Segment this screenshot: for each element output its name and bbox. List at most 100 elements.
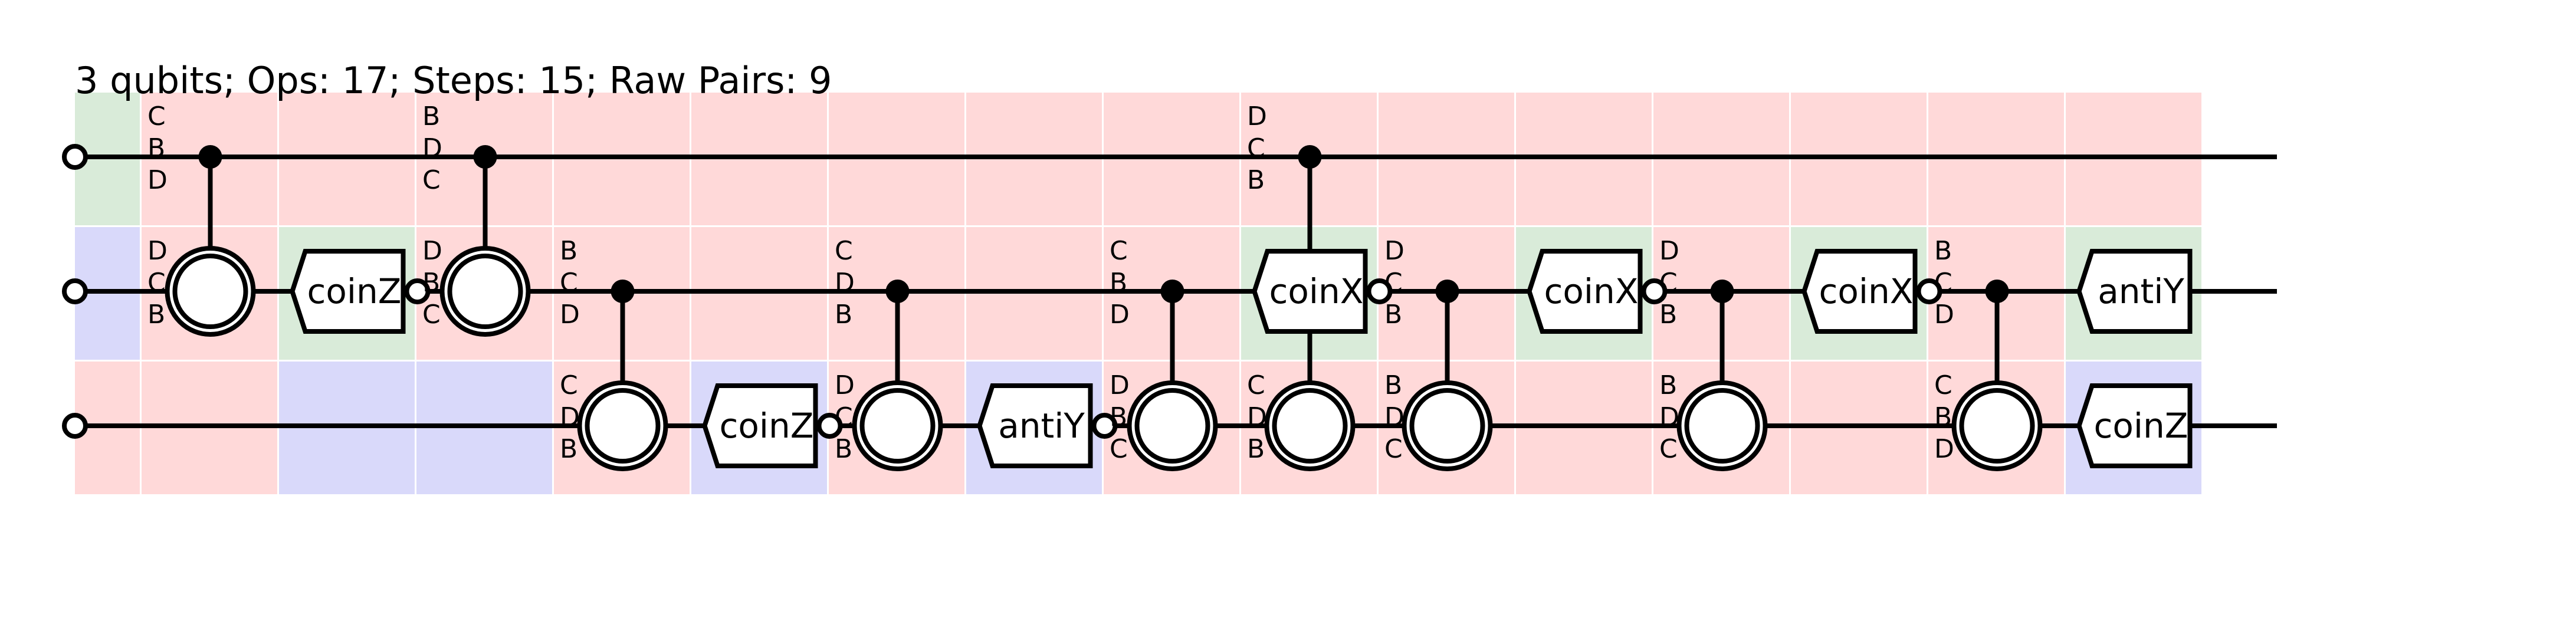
- state-label: C: [147, 268, 166, 298]
- wire-start-circle: [62, 413, 88, 439]
- state-label: D: [1384, 236, 1405, 266]
- state-label: C: [1384, 268, 1403, 298]
- control-dot: [611, 280, 635, 303]
- state-label: C: [1659, 434, 1678, 464]
- target-inner-ring: [1684, 388, 1760, 464]
- state-label: B: [1659, 300, 1677, 330]
- gate-box: [1801, 249, 1918, 334]
- state-label: B: [1934, 236, 1952, 266]
- target-inner-ring: [172, 254, 248, 329]
- gate-box: [290, 249, 406, 334]
- state-label: C: [1659, 268, 1678, 298]
- gate-box: [1527, 249, 1643, 334]
- state-label: D: [147, 236, 168, 266]
- state-label: C: [422, 165, 441, 195]
- state-label: D: [1384, 402, 1405, 432]
- state-label: B: [1247, 434, 1265, 464]
- target-inner-ring: [1959, 388, 2035, 464]
- target-inner-ring: [447, 254, 523, 329]
- state-label: B: [422, 268, 440, 298]
- state-label: B: [835, 434, 852, 464]
- state-label: B: [1934, 402, 1952, 432]
- state-label: D: [560, 300, 580, 330]
- state-label: C: [560, 370, 578, 400]
- state-label: C: [1110, 236, 1128, 266]
- gate-label: coinX: [1269, 271, 1364, 311]
- control-dot: [1298, 145, 1322, 169]
- state-label: C: [835, 402, 853, 432]
- gate-label: coinX: [1819, 271, 1914, 311]
- state-label: C: [1384, 434, 1403, 464]
- gate-box: [977, 383, 1093, 468]
- state-label: B: [1384, 370, 1402, 400]
- target-inner-ring: [859, 388, 936, 464]
- control-dot: [1435, 280, 1459, 303]
- state-label: B: [560, 434, 577, 464]
- state-label: C: [422, 300, 441, 330]
- target-inner-ring: [1272, 388, 1348, 464]
- state-label: C: [1247, 133, 1265, 163]
- state-label: D: [1110, 370, 1130, 400]
- state-label: B: [1110, 268, 1127, 298]
- state-label: B: [1110, 402, 1127, 432]
- gate-output-circle: [1091, 413, 1118, 439]
- gate-output-circle: [1641, 278, 1668, 304]
- state-label: D: [1110, 300, 1130, 330]
- state-label: D: [1247, 402, 1267, 432]
- wire-start-circle: [62, 278, 88, 304]
- gate-label: antiY: [998, 406, 1085, 446]
- gate-label: antiY: [2098, 271, 2184, 311]
- state-label: C: [1934, 268, 1952, 298]
- control-dot: [1710, 280, 1734, 303]
- state-label: C: [835, 236, 853, 266]
- state-label: B: [147, 133, 165, 163]
- state-label: D: [835, 370, 855, 400]
- gate-box: [2076, 383, 2193, 468]
- diagram-title: 3 qubits; Ops: 17; Steps: 15; Raw Pairs:…: [75, 59, 832, 102]
- gate-box: [1252, 249, 1368, 334]
- state-label: D: [1247, 101, 1267, 132]
- state-label: D: [835, 268, 855, 298]
- control-dot: [885, 280, 910, 303]
- target-inner-ring: [1409, 388, 1485, 464]
- state-label: D: [560, 402, 580, 432]
- gate-label: coinX: [1544, 271, 1639, 311]
- state-label: B: [422, 101, 440, 132]
- control-dot: [473, 145, 497, 169]
- state-label: D: [422, 236, 442, 266]
- state-label: D: [147, 165, 168, 195]
- state-label: D: [1934, 434, 1954, 464]
- state-label: C: [1247, 370, 1265, 400]
- gate-output-circle: [1366, 278, 1393, 304]
- state-label: C: [147, 101, 166, 132]
- state-label: B: [835, 300, 852, 330]
- state-label: B: [1384, 300, 1402, 330]
- state-label: C: [1934, 370, 1952, 400]
- state-label: D: [1659, 402, 1679, 432]
- gate-label: coinZ: [2094, 406, 2188, 446]
- gate-output-circle: [816, 413, 843, 439]
- state-label: D: [1934, 300, 1954, 330]
- state-label: B: [147, 300, 165, 330]
- state-label: B: [560, 236, 577, 266]
- gate-output-circle: [1916, 278, 1942, 304]
- control-dot: [1160, 280, 1184, 303]
- operations: CBDDCBcoinZBDCDBCBCDCDBcoinZCDBDCBantiYC…: [147, 101, 2193, 471]
- control-dot: [1985, 280, 2009, 303]
- state-label: D: [1659, 236, 1679, 266]
- state-label: B: [1659, 370, 1677, 400]
- state-label: B: [1247, 165, 1265, 195]
- target-inner-ring: [585, 388, 661, 464]
- gate-label: coinZ: [720, 406, 814, 446]
- gate-output-circle: [404, 278, 431, 304]
- state-label: C: [1110, 434, 1128, 464]
- gate-box: [2076, 249, 2193, 334]
- target-inner-ring: [1134, 388, 1210, 464]
- state-label: D: [422, 133, 442, 163]
- control-dot: [198, 145, 222, 169]
- gate-label: coinZ: [307, 271, 402, 311]
- wire-start-circle: [62, 144, 88, 170]
- state-label: C: [560, 268, 578, 298]
- gate-box: [702, 383, 818, 468]
